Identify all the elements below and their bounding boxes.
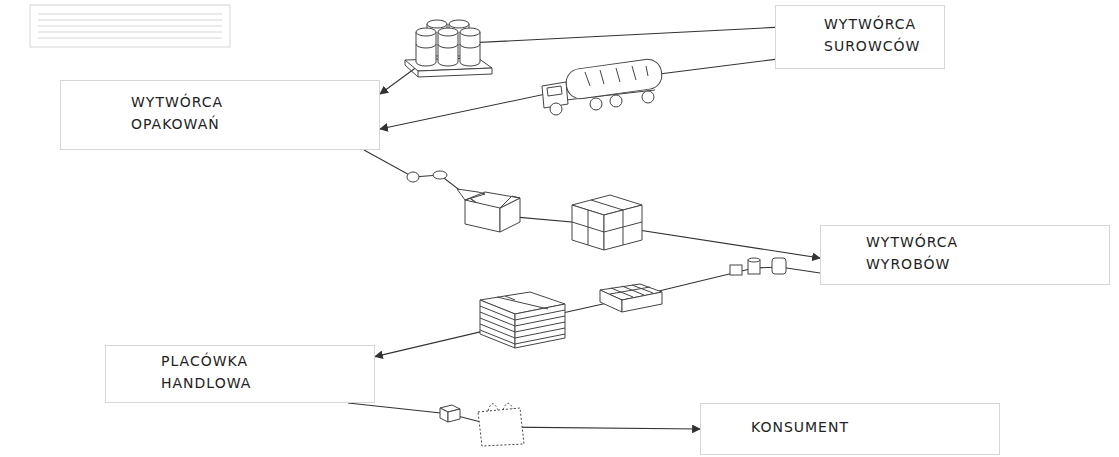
flow-line: [348, 403, 700, 429]
box-pallet-part: [572, 200, 642, 245]
products-part: [748, 260, 760, 274]
barrel-pallet-part: [460, 32, 480, 66]
open-box-part: [465, 192, 520, 200]
small-box-part: [448, 409, 460, 422]
pallet-stack-part: [480, 296, 565, 344]
tanker-truck-part: [542, 82, 568, 108]
blank-panel-part: [38, 14, 222, 38]
barrel-pallet-part: [460, 28, 480, 36]
pallet-stack-part: [480, 292, 565, 314]
barrel-pallet: [405, 20, 492, 77]
crate: [600, 284, 662, 312]
blank-panel: [30, 5, 230, 47]
bottles: [407, 171, 447, 182]
flow-arrow: [380, 27, 775, 129]
products-part: [748, 258, 760, 262]
flow-line: [364, 150, 820, 258]
crate-part: [610, 285, 653, 297]
box-label: WYTWÓRCA WYROBÓW: [866, 232, 958, 275]
tanker-truck-part: [547, 86, 562, 96]
stage-box: WYTWÓRCA WYROBÓW: [820, 225, 1110, 285]
products-part: [730, 265, 742, 275]
crate-part: [600, 284, 662, 300]
barrel-pallet-part: [438, 44, 458, 48]
open-box-part: [465, 200, 500, 232]
open-box: [457, 189, 520, 232]
box-pallet-part: [604, 205, 642, 250]
flow-arrow: [364, 150, 820, 258]
shopping-bag-part: [488, 403, 513, 411]
products-part: [772, 258, 786, 274]
pallet-stack-part: [480, 300, 515, 348]
bottles-part: [433, 171, 447, 179]
open-box-part: [500, 196, 520, 208]
box-pallet: [572, 195, 642, 250]
small-box: [440, 405, 460, 422]
flow-arrow: [375, 267, 820, 357]
barrel-pallet-part: [427, 24, 447, 56]
box-label: WYTWÓRCA OPAKOWAŃ: [131, 92, 223, 135]
box-label: KONSUMENT: [751, 417, 849, 439]
bottles-part: [407, 172, 419, 182]
barrel-pallet-part: [416, 44, 436, 48]
stage-box: PLACÓWKA HANDLOWA: [105, 345, 375, 403]
open-box-part: [500, 198, 520, 232]
products: [730, 258, 786, 275]
pallet-stack-part: [515, 304, 565, 348]
stage-box: WYTWÓRCA SUROWCÓW: [775, 5, 945, 69]
crate-part: [600, 290, 622, 312]
barrel-pallet-part: [416, 32, 436, 66]
tanker-truck-part: [642, 91, 654, 103]
barrel-pallet-part: [427, 20, 447, 28]
stage-box: WYTWÓRCA OPAKOWAŃ: [60, 80, 380, 150]
barrel-pallet-part: [405, 60, 418, 77]
barrel-pallet-part: [460, 44, 480, 48]
flow-line: [380, 59, 775, 129]
shopping-bag: [478, 403, 524, 446]
tanker-truck-part: [610, 95, 622, 107]
barrel-pallet-part: [418, 68, 492, 77]
box-pallet-part: [572, 195, 642, 215]
barrel-pallet-part: [405, 58, 492, 71]
small-box-part: [440, 405, 460, 412]
pallet-stack: [480, 292, 565, 348]
tanker-truck-part: [585, 66, 648, 86]
box-pallet-part: [572, 205, 604, 250]
tanker-truck: [542, 57, 664, 115]
barrel-pallet-part: [449, 24, 469, 56]
barrel-pallet-part: [449, 20, 469, 28]
barrel-pallet-part: [438, 32, 458, 66]
shopping-bag-part: [478, 408, 524, 446]
open-box-part: [457, 189, 485, 200]
flow-line: [375, 267, 820, 357]
small-box-part: [440, 408, 448, 422]
tanker-truck-part: [566, 90, 655, 100]
flow-arrow: [348, 403, 700, 429]
crate-part: [622, 292, 662, 312]
tanker-truck-part: [590, 98, 602, 110]
barrel-pallet-part: [416, 28, 436, 36]
flow-line: [380, 27, 775, 94]
stage-box: KONSUMENT: [700, 403, 1000, 455]
blank-panel-part: [30, 5, 230, 47]
box-label: PLACÓWKA HANDLOWA: [161, 351, 251, 394]
tanker-truck-part: [550, 103, 562, 115]
box-label: WYTWÓRCA SUROWCÓW: [824, 14, 920, 57]
tanker-truck-part: [564, 57, 663, 100]
barrel-pallet-part: [438, 28, 458, 36]
